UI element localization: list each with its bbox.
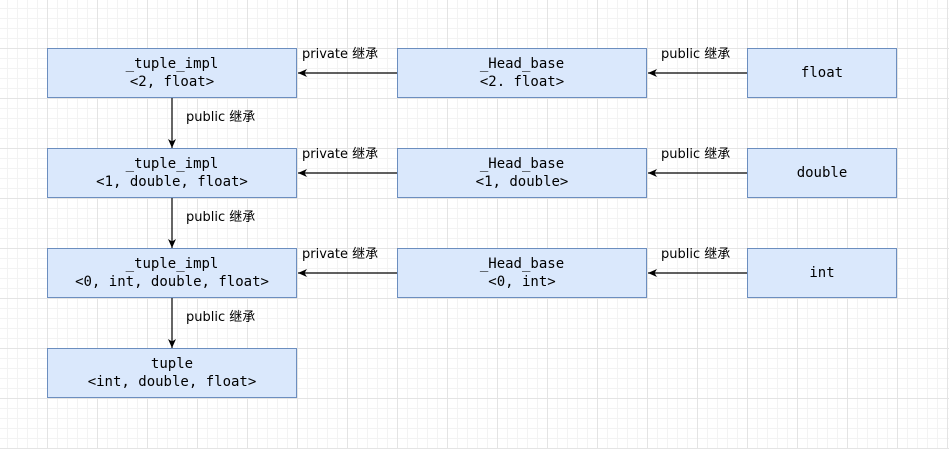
node-tuple-impl-0-params: <0, int, double, float> bbox=[75, 274, 269, 290]
node-float-name: float bbox=[800, 65, 844, 81]
node-tuple-impl-2-params: <2, float> bbox=[129, 74, 215, 90]
node-head-base-0-name: _Head_base bbox=[479, 256, 565, 272]
node-head-base-1-params: <1, double> bbox=[475, 174, 569, 190]
node-tuple-impl-0-name: _tuple_impl bbox=[125, 256, 219, 272]
node-int[interactable]: int bbox=[747, 248, 897, 298]
node-int-name: int bbox=[809, 265, 835, 281]
node-tuple-impl-1[interactable]: _tuple_impl <1, double, float> bbox=[47, 148, 297, 198]
label-public-row3: public 继承 bbox=[661, 247, 731, 262]
node-head-base-0[interactable]: _Head_base <0, int> bbox=[397, 248, 647, 298]
node-head-base-1[interactable]: _Head_base <1, double> bbox=[397, 148, 647, 198]
node-tuple-impl-2[interactable]: _tuple_impl <2, float> bbox=[47, 48, 297, 98]
node-tuple-impl-1-params: <1, double, float> bbox=[96, 174, 248, 190]
node-tuple-impl-0[interactable]: _tuple_impl <0, int, double, float> bbox=[47, 248, 297, 298]
node-head-base-2[interactable]: _Head_base <2. float> bbox=[397, 48, 647, 98]
node-tuple-params: <int, double, float> bbox=[87, 374, 257, 390]
node-head-base-2-params: <2. float> bbox=[479, 74, 565, 90]
node-tuple-impl-2-name: _tuple_impl bbox=[125, 56, 219, 72]
node-head-base-1-name: _Head_base bbox=[479, 156, 565, 172]
label-private-row1: private 继承 bbox=[302, 47, 379, 62]
node-head-base-0-params: <0, int> bbox=[488, 274, 556, 290]
label-public-down1: public 继承 bbox=[186, 110, 256, 125]
node-float[interactable]: float bbox=[747, 48, 897, 98]
label-private-row2: private 继承 bbox=[302, 147, 379, 162]
node-tuple[interactable]: tuple <int, double, float> bbox=[47, 348, 297, 398]
node-tuple-impl-1-name: _tuple_impl bbox=[125, 156, 219, 172]
node-double-name: double bbox=[796, 165, 848, 181]
node-tuple-name: tuple bbox=[150, 356, 194, 372]
label-public-row1: public 继承 bbox=[661, 47, 731, 62]
label-public-down3: public 继承 bbox=[186, 310, 256, 325]
label-public-down2: public 继承 bbox=[186, 210, 256, 225]
node-double[interactable]: double bbox=[747, 148, 897, 198]
node-head-base-2-name: _Head_base bbox=[479, 56, 565, 72]
label-public-row2: public 继承 bbox=[661, 147, 731, 162]
label-private-row3: private 继承 bbox=[302, 247, 379, 262]
